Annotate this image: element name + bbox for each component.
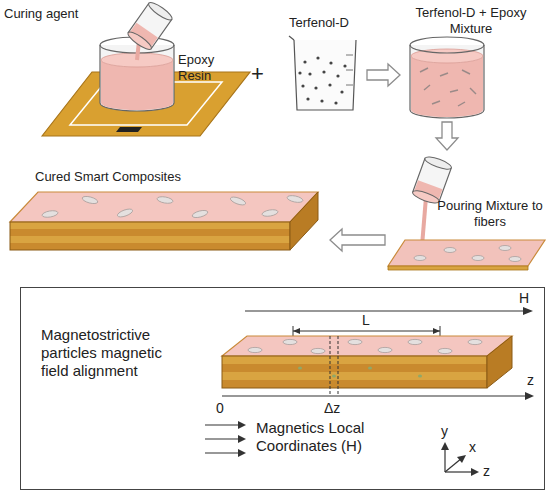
axis-label: y — [441, 423, 448, 439]
node-text: Cured Smart Composites — [35, 169, 235, 185]
plus-sign: + — [251, 66, 264, 82]
process-step: Pouring Mixture to fibers — [385, 150, 545, 272]
flow-arrow — [330, 229, 385, 251]
process-step: Cured Smart Composites — [5, 165, 330, 255]
axis-label: x — [469, 439, 476, 455]
dimension-label: L — [362, 312, 370, 328]
axis-label: H — [519, 290, 529, 306]
node-text: Curing agent — [4, 6, 114, 22]
dimension-label: Δz — [324, 400, 340, 416]
node-text: Epoxy Resin — [178, 52, 230, 83]
process-step: Curing agentEpoxy Resin — [0, 0, 252, 140]
axis-label: 0 — [216, 400, 224, 416]
axis-label: z — [483, 463, 490, 479]
axis-label: z — [527, 372, 534, 388]
node-text: Pouring Mixture to fibers — [437, 198, 543, 229]
node-text: Terfenol-D — [289, 15, 365, 31]
process-step: Terfenol-D + Epoxy Mixture — [400, 5, 544, 122]
detail-panel: Magnetostrictive particles magnetic fiel… — [20, 287, 545, 490]
process-step: Terfenol-D — [285, 10, 367, 116]
node-text: Terfenol-D + Epoxy Mixture — [400, 5, 542, 36]
flow-arrow — [436, 122, 458, 150]
node-text: Magnetostrictive particles magnetic fiel… — [41, 326, 191, 380]
node-text: Magnetics Local Coordinates (H) — [256, 419, 386, 455]
flow-arrow — [367, 64, 400, 86]
